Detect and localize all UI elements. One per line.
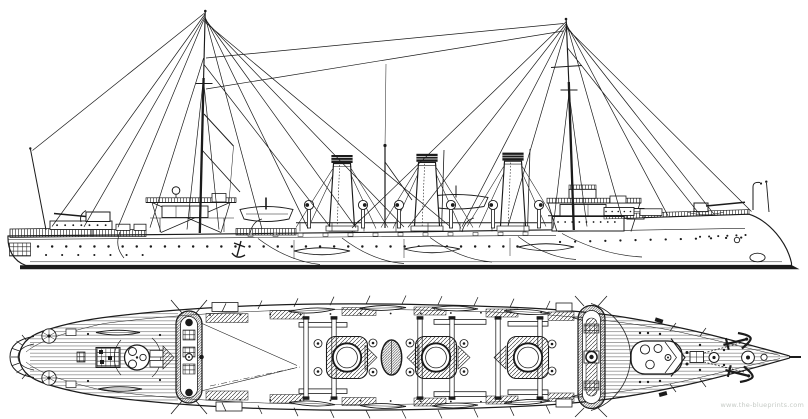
mainmast-backstays <box>32 13 220 230</box>
cowl-vent <box>393 199 405 229</box>
signal-yard <box>550 65 583 68</box>
anchor-chain <box>703 342 743 354</box>
profile-view <box>7 9 800 270</box>
hawse-pipe <box>733 236 741 244</box>
foremast-forestays <box>565 21 752 218</box>
aft-bridge-plan <box>170 299 208 415</box>
funnel-base-1 <box>325 335 369 380</box>
anchor-icon <box>723 331 752 350</box>
anchor-chain <box>703 361 745 373</box>
anchor-icon <box>725 365 754 384</box>
boats-plan <box>288 305 599 409</box>
funnel-1 <box>295 155 389 232</box>
cowl-vent <box>445 199 457 229</box>
stern-gallery <box>9 242 31 257</box>
porthole-row-fore <box>558 236 746 244</box>
cowl-vent <box>487 199 499 229</box>
antenna-downlead <box>384 63 387 148</box>
foremast <box>550 17 583 231</box>
funnel-base-2 <box>414 335 458 380</box>
jackstaff <box>766 182 770 213</box>
davit-chocks <box>247 231 529 237</box>
waterline-band <box>20 265 800 270</box>
funnel-guys <box>466 166 559 228</box>
steam-pipe <box>441 149 445 232</box>
wheelhouse <box>559 204 607 217</box>
funnel-base-3 <box>506 335 550 380</box>
ensign-staff <box>30 149 47 231</box>
hanging-boat <box>293 247 351 256</box>
funnel-2 <box>380 149 474 232</box>
vent-wedges <box>364 344 507 371</box>
davit-ticks-bottom <box>221 402 551 419</box>
bow-gun-platform <box>630 340 683 375</box>
searchlight <box>171 186 181 195</box>
foremast-backstays <box>351 21 588 229</box>
bow-gun-barrel <box>705 201 746 207</box>
anchor-davit <box>752 181 761 210</box>
rigging <box>32 13 752 230</box>
mainmast <box>195 9 241 234</box>
side-hatch-strips <box>205 306 575 407</box>
boat-falls <box>257 233 643 265</box>
launch-on-skids <box>423 194 489 210</box>
stern-walk-fan <box>9 334 35 380</box>
davit-ticks-top <box>221 295 551 312</box>
watermark-text: www.the-blueprints.com <box>720 400 804 409</box>
cowl-vents-plan <box>313 338 557 377</box>
forecastle-fittings <box>603 180 770 263</box>
rope-reel <box>41 370 57 386</box>
funnels <box>295 148 560 232</box>
aft-bridge <box>145 186 237 233</box>
antenna-wires <box>205 23 564 90</box>
bridge-wings <box>574 295 608 418</box>
searchlight-plan <box>185 388 193 397</box>
aft-charthouse <box>161 205 209 218</box>
cowl-vent <box>533 199 545 229</box>
gaff <box>203 113 234 147</box>
midship-plan <box>200 302 599 412</box>
boat-spars <box>298 319 549 397</box>
mainmast-forestays <box>203 13 451 230</box>
stern-fittings <box>9 147 297 259</box>
ventilators <box>303 63 545 229</box>
rope-reel <box>41 328 57 344</box>
funnel-guys <box>295 168 389 229</box>
deadlights <box>638 331 726 384</box>
aft-gun-mount <box>85 211 111 222</box>
bridge-wings <box>170 299 208 415</box>
searchlight-plan <box>185 318 193 327</box>
boats-profile <box>231 185 643 265</box>
fore-deck-plan <box>630 317 768 397</box>
forward-bridge-plan <box>574 295 631 418</box>
mainmast-plan <box>199 354 204 360</box>
funnel-3 <box>466 148 559 232</box>
breakwater <box>670 338 686 377</box>
derrick-boom <box>201 149 241 193</box>
plan-view <box>9 295 801 419</box>
steam-pipe <box>527 148 531 232</box>
aft-deck-plan <box>41 328 175 392</box>
anchor-icon <box>231 240 246 258</box>
edge-fittings <box>209 295 571 419</box>
funnel-guys <box>380 167 474 229</box>
